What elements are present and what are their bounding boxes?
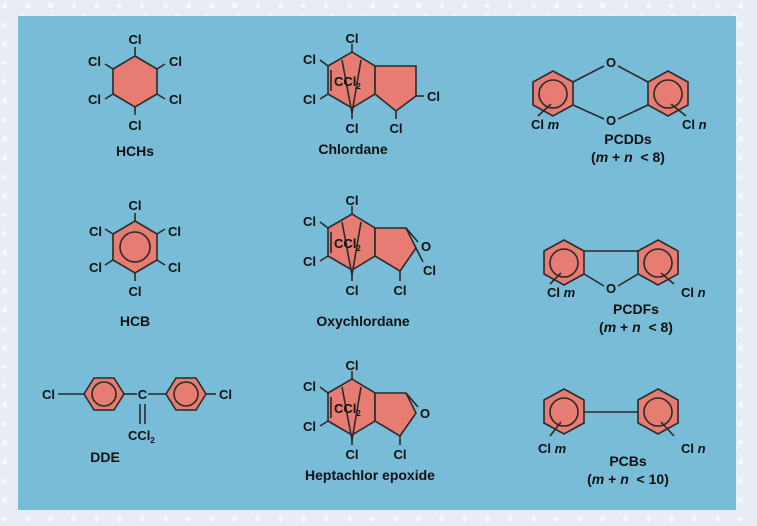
pcdds-structure: O O Cl m Cl n PCDDs (m + n < 8) bbox=[531, 55, 707, 165]
heptachlor-cl-left-upper: Cl bbox=[303, 379, 316, 394]
pcbs-structure: Cl m Cl n PCBs (m + n < 10) bbox=[538, 388, 706, 487]
oxychlordane-cl-left-lower: Cl bbox=[303, 254, 316, 269]
hchs-ring bbox=[112, 55, 158, 108]
chlordane-cl-bottom-left: Cl bbox=[346, 121, 359, 136]
hcb-cl-upper-right: Cl bbox=[168, 224, 181, 239]
oxychlordane-name: Oxychlordane bbox=[316, 313, 410, 329]
heptachlor-epoxide-name: Heptachlor epoxide bbox=[305, 467, 435, 483]
chlordane-ccl2: CCl2 bbox=[334, 74, 361, 91]
oxychlordane-cl-bottom-right: Cl bbox=[394, 283, 407, 298]
dde-ccl2: CCl2 bbox=[128, 428, 155, 445]
hchs-cl-top: Cl bbox=[129, 32, 142, 47]
pcbs-cl-n: Cl n bbox=[681, 441, 706, 456]
heptachlor-cl-bottom-right: Cl bbox=[394, 447, 407, 462]
chlordane-structure: Cl Cl Cl Cl Cl Cl CCl2 Chlordane bbox=[303, 31, 440, 157]
hchs-cl-lower-right: Cl bbox=[169, 92, 182, 107]
hchs-cl-upper-right: Cl bbox=[169, 54, 182, 69]
hcb-cl-upper-left: Cl bbox=[89, 224, 102, 239]
heptachlor-ccl2: CCl2 bbox=[334, 401, 361, 418]
hcb-cl-lower-left: Cl bbox=[89, 260, 102, 275]
hcb-cl-lower-right: Cl bbox=[168, 260, 181, 275]
hcb-structure: Cl Cl Cl Cl Cl Cl HCB bbox=[89, 198, 181, 329]
hcb-name: HCB bbox=[120, 313, 150, 329]
heptachlor-cl-left-lower: Cl bbox=[303, 419, 316, 434]
pcdfs-name: PCDFs bbox=[613, 301, 659, 317]
dde-c: C bbox=[138, 387, 148, 402]
hcb-cl-top: Cl bbox=[129, 198, 142, 213]
oxychlordane-structure: Cl Cl Cl O Cl Cl Cl CCl2 Oxychlordane bbox=[303, 193, 436, 329]
chlordane-cl-left-upper: Cl bbox=[303, 52, 316, 67]
hchs-name: HCHs bbox=[116, 143, 154, 159]
hcb-cl-bottom: Cl bbox=[129, 284, 142, 299]
pcdds-o-top: O bbox=[606, 55, 616, 70]
oxychlordane-cl-bottom-left: Cl bbox=[346, 283, 359, 298]
chlordane-cl-right: Cl bbox=[427, 89, 440, 104]
heptachlor-cl-top: Cl bbox=[346, 358, 359, 373]
pcbs-name: PCBs bbox=[609, 453, 647, 469]
pcdds-o-bottom: O bbox=[606, 113, 616, 128]
heptachlor-epoxide-structure: Cl Cl Cl O Cl Cl CCl2 Heptachlor epoxide bbox=[303, 358, 435, 483]
dde-cl-right: Cl bbox=[219, 387, 232, 402]
dde-name: DDE bbox=[90, 449, 120, 465]
chlordane-name: Chlordane bbox=[318, 141, 387, 157]
oxychlordane-cl-top: Cl bbox=[346, 193, 359, 208]
hchs-cl-bottom: Cl bbox=[129, 118, 142, 133]
dde-structure: Cl C Cl CCl2 DDE bbox=[42, 377, 232, 465]
chlordane-cl-left-lower: Cl bbox=[303, 92, 316, 107]
pcbs-cl-m: Cl m bbox=[538, 441, 567, 456]
hchs-cl-lower-left: Cl bbox=[88, 92, 101, 107]
heptachlor-o: O bbox=[420, 406, 430, 421]
oxychlordane-o: O bbox=[421, 239, 431, 254]
pcdds-note: (m + n < 8) bbox=[591, 149, 665, 165]
chlordane-cl-top: Cl bbox=[346, 31, 359, 46]
pcdfs-o: O bbox=[606, 281, 616, 296]
oxychlordane-cl-left-upper: Cl bbox=[303, 214, 316, 229]
hchs-structure: Cl Cl Cl Cl Cl Cl HCHs bbox=[88, 32, 182, 159]
pcbs-note: (m + n < 10) bbox=[587, 471, 669, 487]
pcdds-cl-n: Cl n bbox=[682, 117, 707, 132]
diagram-panel: Cl Cl Cl Cl Cl Cl HCHs Cl Cl Cl Cl Cl Cl… bbox=[18, 16, 736, 510]
pcdds-name: PCDDs bbox=[604, 131, 652, 147]
pcdfs-structure: O Cl m Cl n PCDFs (m + n < 8) bbox=[543, 239, 706, 335]
pcdfs-cl-m: Cl m bbox=[547, 285, 576, 300]
hchs-cl-upper-left: Cl bbox=[88, 54, 101, 69]
pcdfs-cl-n: Cl n bbox=[681, 285, 706, 300]
heptachlor-cl-bottom-left: Cl bbox=[346, 447, 359, 462]
chlordane-cl-bottom-right: Cl bbox=[390, 121, 403, 136]
pcdfs-note: (m + n < 8) bbox=[599, 319, 673, 335]
structures-diagram: Cl Cl Cl Cl Cl Cl HCHs Cl Cl Cl Cl Cl Cl… bbox=[42, 31, 707, 487]
oxychlordane-cl-right: Cl bbox=[423, 263, 436, 278]
pcdds-cl-m: Cl m bbox=[531, 117, 560, 132]
oxychlordane-ccl2: CCl2 bbox=[334, 236, 361, 253]
dde-cl-left: Cl bbox=[42, 387, 55, 402]
